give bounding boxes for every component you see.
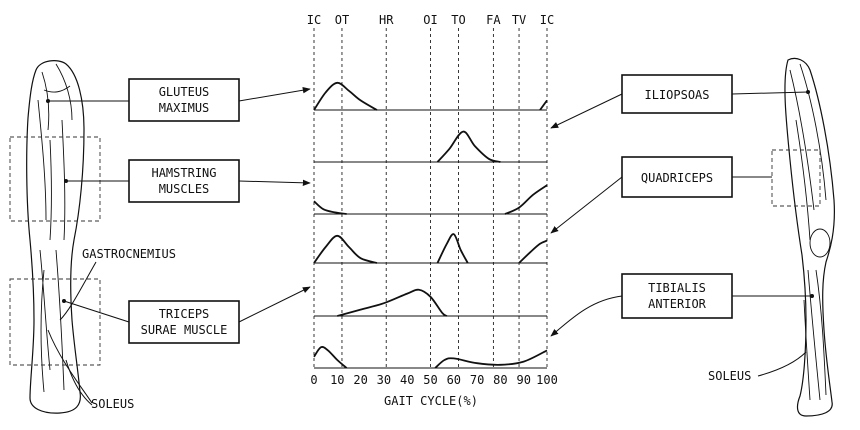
iliopsoas-label: ILIOPSOAS (644, 88, 709, 102)
activity-curve (539, 99, 548, 111)
right-leg-illustration (784, 57, 835, 417)
quadriceps-box (621, 156, 733, 198)
activity-curve (313, 346, 348, 369)
soleus-left-label: SOLEUS (91, 397, 134, 411)
phase-divider-lines (313, 28, 548, 370)
gluteus-maximus-label-1: GLUTEUS (159, 85, 210, 99)
activity-curve (313, 81, 378, 111)
x-tick-label: 80 (493, 373, 507, 387)
phase-label: IC (540, 13, 554, 27)
left-muscle-labels: GLUTEUS MAXIMUS HAMSTRING MUSCLES TRICEP… (128, 78, 240, 344)
gluteus-maximus-box (128, 78, 240, 122)
hamstring-muscles-label-1: HAMSTRING (151, 166, 216, 180)
x-tick-label: 90 (516, 373, 530, 387)
triceps-surae-box (128, 300, 240, 344)
phase-label: TV (512, 13, 526, 27)
quadriceps-label: QUADRICEPS (641, 171, 713, 185)
gait-chart: IC OT HR OI TO FA TV IC 0 10 20 30 40 50… (307, 13, 558, 408)
hamstring-muscles-label-2: MUSCLES (159, 182, 210, 196)
x-axis-label: GAIT CYCLE(%) (384, 394, 478, 408)
triceps-surae-label-1: TRICEPS (159, 307, 210, 321)
activity-curve (434, 349, 548, 369)
activity-curve (436, 130, 501, 163)
triceps-surae-label-2: SURAE MUSCLE (141, 323, 228, 337)
x-tick-label: 30 (377, 373, 391, 387)
hamstring-region-box (9, 136, 101, 222)
gluteus-maximus-label-2: MAXIMUS (159, 101, 210, 115)
phase-labels: IC OT HR OI TO FA TV IC (307, 13, 554, 27)
x-tick-label: 40 (400, 373, 414, 387)
phase-label: OT (335, 13, 349, 27)
right-muscle-labels: ILIOPSOAS QUADRICEPS TIBIALIS ANTERIOR (621, 74, 733, 319)
activity-curve (518, 239, 548, 264)
phase-label: OI (423, 13, 437, 27)
x-tick-label: 20 (353, 373, 367, 387)
activity-curve (337, 288, 448, 317)
x-tick-label: 60 (447, 373, 461, 387)
phase-label: FA (486, 13, 501, 27)
gastrocnemius-label: GASTROCNEMIUS (82, 247, 176, 261)
x-tick-label: 50 (423, 373, 437, 387)
phase-label: TO (451, 13, 465, 27)
left-leg-illustration (26, 60, 85, 414)
x-tick-label: 100 (536, 373, 558, 387)
tibialis-anterior-label-2: ANTERIOR (648, 297, 707, 311)
x-tick-label: 70 (470, 373, 484, 387)
x-tick-labels: 0 10 20 30 40 50 60 70 80 90 100 (310, 373, 557, 387)
activity-curve (313, 234, 378, 264)
quadriceps-region-box (771, 149, 821, 207)
activity-curve (436, 233, 469, 264)
phase-label: IC (307, 13, 321, 27)
activity-curve (313, 200, 347, 215)
activity-curves (313, 81, 548, 369)
tibialis-anterior-box (621, 273, 733, 319)
row-baselines (314, 109, 547, 369)
tibialis-anterior-label-1: TIBIALIS (648, 281, 706, 295)
phase-label: HR (379, 13, 394, 27)
x-tick-label: 10 (330, 373, 344, 387)
x-tick-label: 0 (310, 373, 317, 387)
triceps-region-box (9, 278, 101, 366)
soleus-right-label: SOLEUS (708, 369, 751, 383)
leader-lines (47, 87, 812, 406)
activity-curve (504, 184, 548, 215)
